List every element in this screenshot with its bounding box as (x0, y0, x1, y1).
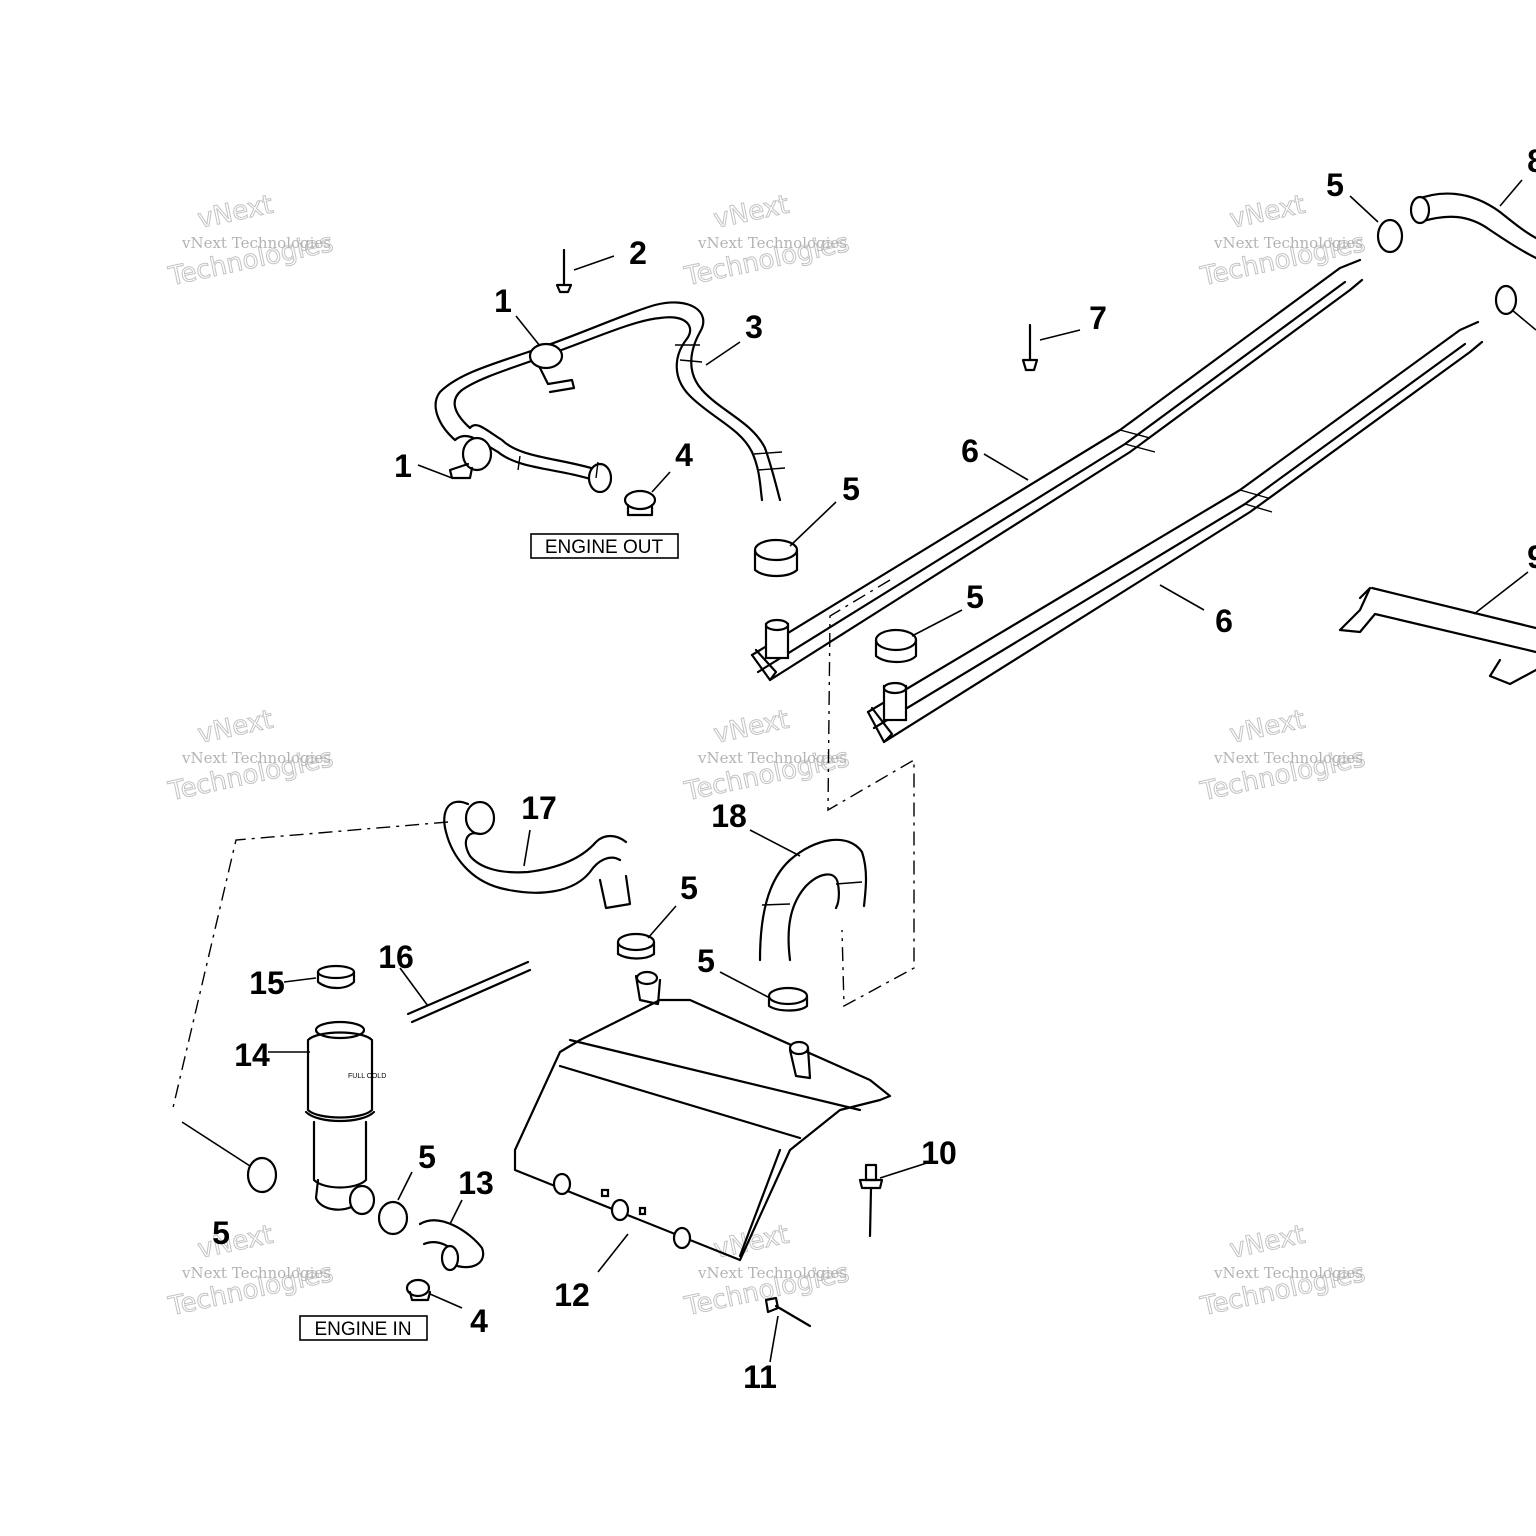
hose-clamp-part-4 (405, 489, 657, 1302)
watermark: vNext vNext Technologies Technologies (165, 189, 337, 293)
hose-part-8 (1409, 192, 1536, 260)
callout-16: 16 (378, 939, 414, 975)
callout-14: 14 (234, 1037, 270, 1073)
svg-text:vNext Technologies: vNext Technologies (1213, 234, 1363, 252)
callout-6: 6 (1215, 603, 1233, 639)
callout-5: 5 (1326, 167, 1344, 203)
callout-1: 1 (394, 448, 412, 484)
callout-15: 15 (249, 965, 285, 1001)
watermark: vNext vNext Technologies Technologies (1197, 704, 1369, 808)
callout-5: 5 (697, 943, 715, 979)
svg-text:FULL COLD: FULL COLD (348, 1073, 386, 1080)
tank-part-12 (513, 970, 892, 1262)
engine-out-label: ENGINE OUT (530, 533, 679, 559)
engine-in-label: ENGINE IN (299, 1315, 428, 1341)
svg-text:vNext: vNext (195, 190, 276, 235)
svg-text:vNext: vNext (711, 190, 792, 235)
callout-1: 1 (494, 283, 512, 319)
watermark: vNext vNext Technologies Technologies (681, 189, 853, 293)
watermarks: vNext vNext Technologies Technologies vN… (165, 189, 1369, 1323)
callout-6: 6 (961, 433, 979, 469)
callout-4: 4 (470, 1303, 488, 1339)
engine-in-text: ENGINE IN (314, 1319, 411, 1340)
screw-part-7 (1021, 323, 1039, 372)
svg-text:vNext Technologies: vNext Technologies (181, 749, 331, 767)
callout-9: 9 (1527, 539, 1536, 575)
callout-5: 5 (966, 579, 984, 615)
clamp-part-1 (448, 342, 576, 480)
rod-part-16 (406, 960, 532, 1024)
leader-lines (181, 179, 1536, 1363)
svg-text:vNext: vNext (195, 705, 276, 750)
svg-text:vNext Technologies: vNext Technologies (181, 234, 331, 252)
rivet-part-10 (858, 1163, 884, 1238)
callout-11: 11 (743, 1359, 777, 1395)
callout-5: 5 (680, 870, 698, 906)
callout-17: 17 (521, 790, 557, 826)
callout-5: 5 (212, 1215, 230, 1251)
svg-text:vNext: vNext (711, 705, 792, 750)
watermark: vNext vNext Technologies Technologies (681, 704, 853, 808)
svg-text:vNext: vNext (195, 1220, 276, 1265)
svg-text:vNext Technologies: vNext Technologies (181, 1264, 331, 1282)
screw-part-2 (555, 248, 573, 294)
callout-13: 13 (458, 1165, 494, 1201)
svg-text:vNext Technologies: vNext Technologies (1213, 749, 1363, 767)
callout-3: 3 (745, 309, 763, 345)
svg-text:vNext Technologies: vNext Technologies (697, 234, 847, 252)
callout-18: 18 (711, 798, 747, 834)
callout-8: 8 (1527, 143, 1536, 179)
bracket-part-9 (1338, 586, 1536, 686)
engine-out-text: ENGINE OUT (545, 537, 664, 558)
hose-clamp-part-5 (246, 218, 1518, 1236)
callout-4: 4 (675, 437, 693, 473)
svg-text:vNext Technologies: vNext Technologies (697, 1264, 847, 1282)
hose-part-3 (434, 301, 786, 502)
callout-12: 12 (554, 1277, 590, 1313)
cap-part-15 (316, 964, 356, 990)
svg-text:vNext: vNext (1227, 1220, 1308, 1265)
callout-7: 7 (1089, 300, 1107, 336)
watermark: vNext vNext Technologies Technologies (165, 1219, 337, 1323)
callout-10: 10 (921, 1135, 957, 1171)
watermark: vNext vNext Technologies Technologies (165, 704, 337, 808)
callout-5: 5 (418, 1139, 436, 1175)
callout-2: 2 (629, 235, 647, 271)
routing-lines (171, 579, 915, 1113)
hose-part-18 (758, 838, 868, 962)
cooler-tube-part-6 (750, 258, 1484, 744)
svg-text:vNext Technologies: vNext Technologies (1213, 1264, 1363, 1282)
sensor-part-11 (764, 1296, 812, 1328)
watermark: vNext vNext Technologies Technologies (681, 1219, 853, 1323)
callout-numbers: 1 1 2 3 4 4 5 5 5 5 5 5 5 6 6 7 8 9 10 1… (212, 143, 1536, 1395)
hose-part-17 (443, 800, 632, 910)
svg-text:vNext: vNext (1227, 705, 1308, 750)
callout-5: 5 (842, 471, 860, 507)
hose-part-13 (418, 1219, 485, 1272)
svg-text:vNext: vNext (1227, 190, 1308, 235)
watermark: vNext vNext Technologies Technologies (1197, 1219, 1369, 1323)
reservoir-part-14: FULL COLD (304, 1020, 386, 1216)
svg-text:vNext Technologies: vNext Technologies (697, 749, 847, 767)
